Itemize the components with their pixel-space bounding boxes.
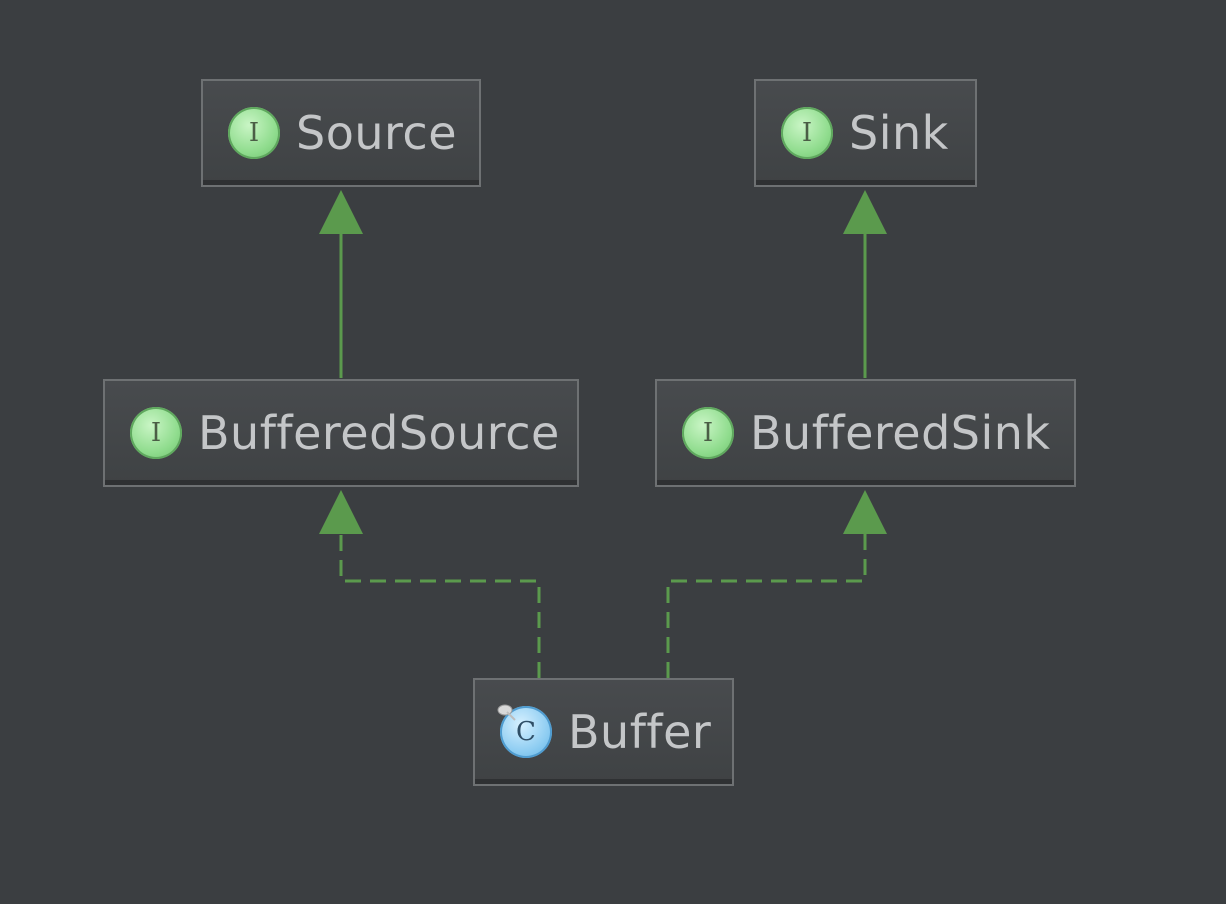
node-bufferedsource[interactable]: I BufferedSource [103, 379, 579, 487]
edge-bufferedsource-extends-source [319, 190, 363, 378]
node-label-bufferedsource: BufferedSource [198, 406, 560, 460]
interface-icon: I [781, 107, 833, 159]
node-label-source: Source [296, 106, 457, 160]
node-label-sink: Sink [849, 106, 949, 160]
node-sink[interactable]: I Sink [754, 79, 977, 187]
edge-bufferedsink-extends-sink [843, 190, 887, 378]
interface-icon: I [228, 107, 280, 159]
node-buffer[interactable]: C Buffer [473, 678, 734, 786]
node-label-buffer: Buffer [568, 705, 712, 759]
node-label-bufferedsink: BufferedSink [750, 406, 1051, 460]
interface-icon: I [682, 407, 734, 459]
interface-icon: I [130, 407, 182, 459]
node-source[interactable]: I Source [201, 79, 481, 187]
edge-buffer-implements-bufferedsink [666, 490, 887, 678]
pin-icon [497, 704, 516, 721]
node-bufferedsink[interactable]: I BufferedSink [655, 379, 1076, 487]
edge-buffer-implements-bufferedsource [319, 490, 541, 678]
